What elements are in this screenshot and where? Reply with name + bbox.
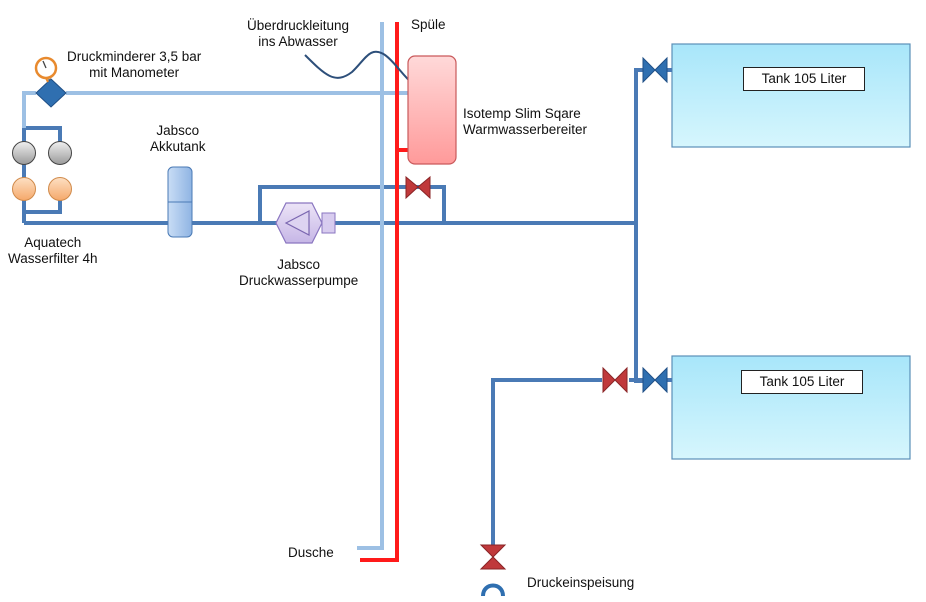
water-filter-icons <box>12 141 72 201</box>
water-heater-label: Isotemp Slim Sqare Warmwasserbereiter <box>463 106 588 137</box>
pressure-inlet-label: Druckeinspeisung <box>527 575 635 590</box>
accumulator-label: Jabsco Akkutank <box>150 123 206 154</box>
overflow-line-label: Überdruckleitung ins Abwasser <box>247 18 350 49</box>
valve-hot-bypass <box>405 175 431 200</box>
pressure-reducer-icon <box>35 78 67 108</box>
water-heater <box>407 55 457 165</box>
cold-water-pipes <box>22 68 672 548</box>
light-blue-pipes <box>22 22 408 550</box>
valve-pressure-inlet <box>479 544 507 597</box>
sink-label: Spüle <box>411 17 446 32</box>
filter-label: Aquatech Wasserfilter 4h <box>8 235 98 266</box>
overflow-line <box>304 50 415 86</box>
valve-tank-2 <box>642 366 668 394</box>
tank-2-label: Tank 105 Liter <box>741 370 863 394</box>
shower-label: Dusche <box>288 545 334 560</box>
accumulator-icon <box>167 166 193 238</box>
valve-inlet-branch <box>602 366 628 394</box>
tank-1-label: Tank 105 Liter <box>743 67 865 91</box>
pump-icon <box>275 202 336 244</box>
pump-label: Jabsco Druckwasserpumpe <box>239 257 359 288</box>
valve-tank-1 <box>642 56 668 84</box>
pressure-reducer-label: Druckminderer 3,5 bar mit Manometer <box>67 49 202 80</box>
tank-1 <box>671 43 911 148</box>
hot-water-pipes <box>360 22 410 562</box>
